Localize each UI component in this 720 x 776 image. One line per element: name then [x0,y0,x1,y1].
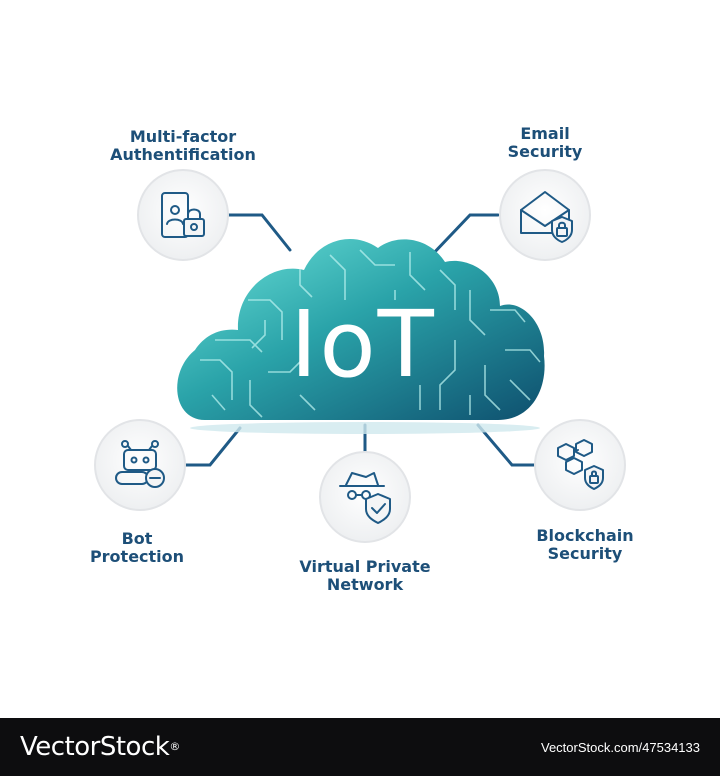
label-bot-line-1: Bot [121,529,153,548]
label-blockchain: Blockchain Security [510,527,660,563]
vectorstock-logo-text: VectorStock [20,732,170,762]
registered-mark: ® [169,740,180,753]
label-vpn-line-2: Network [326,575,404,594]
footer-bar: VectorStock® VectorStock.com/47534133 [0,718,720,776]
cubes-lock-icon [557,439,604,490]
label-blockchain-line-1: Blockchain [536,526,634,545]
envelope-lock-icon [520,191,573,243]
label-blockchain-line-2: Security [547,544,623,563]
label-vpn-line-1: Virtual Private [299,557,431,576]
label-mfa-line-1: Multi-factor [129,127,237,146]
cloud-shape [177,239,545,420]
connector-mfa [226,213,292,252]
node-circle-mfa [137,169,229,261]
label-email-line-1: Email [520,124,570,143]
label-email-line-2: Security [507,142,583,161]
node-circle-bot [94,419,186,511]
label-mfa: Multi-factor Authentification [96,128,270,164]
cloud-shadow [190,422,540,434]
diagram-graphics [94,169,626,543]
node-circle-vpn [319,451,411,543]
node-circle-blockchain [534,419,626,511]
node-circle-email [499,169,591,261]
vectorstock-logo[interactable]: VectorStock® [20,732,180,762]
phone-user-lock-icon [161,192,205,238]
connector-blockchain [476,423,537,467]
center-title: IoT [290,291,436,398]
label-vpn: Virtual Private Network [280,558,450,594]
robot-icon [115,440,165,488]
label-bot: Bot Protection [72,530,202,566]
incognito-shield-icon [339,472,391,524]
label-mfa-line-2: Authentification [110,145,256,164]
label-bot-line-2: Protection [89,547,185,566]
connector-bot [183,426,242,467]
label-email: Email Security [480,125,610,161]
footer-url[interactable]: VectorStock.com/47534133 [541,740,700,755]
diagram-canvas: IoT Multi-factor Authentification Email … [72,124,660,594]
